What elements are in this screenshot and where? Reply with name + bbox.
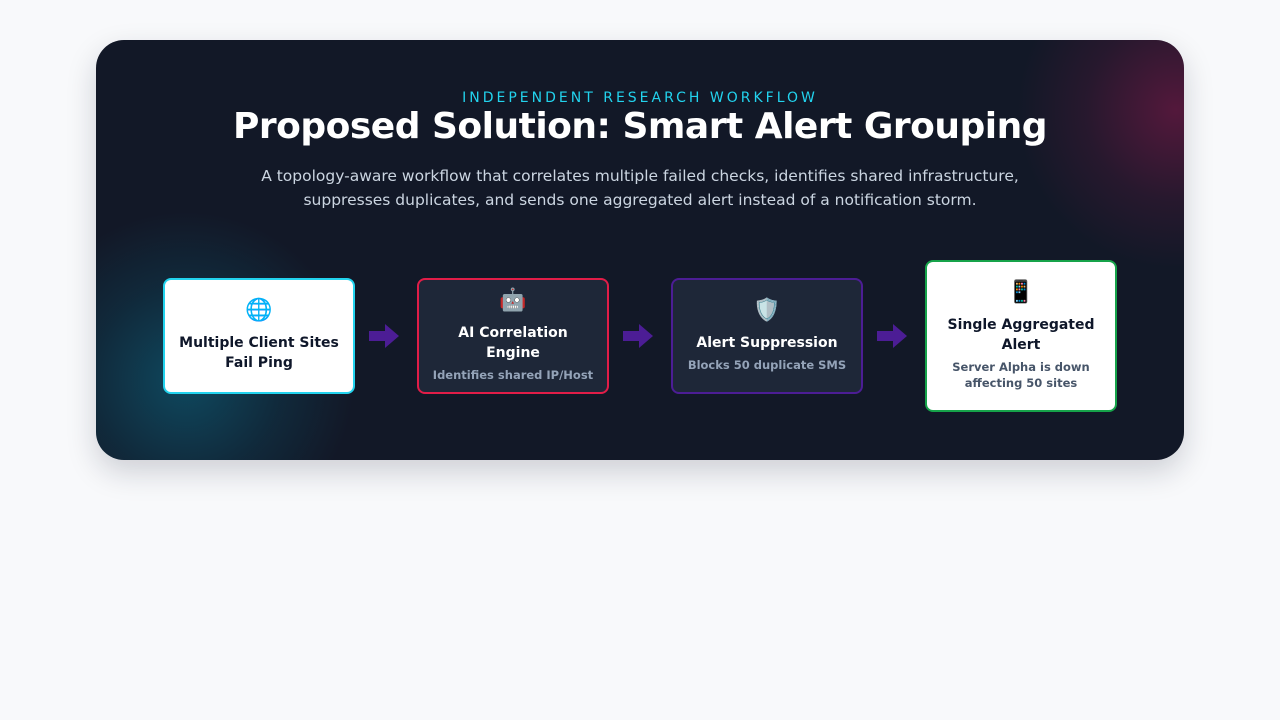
mobile-phone-icon: 📱 [1007, 280, 1035, 305]
arrow-right-icon [877, 324, 907, 348]
step-subtitle: Blocks 50 duplicate SMS [687, 358, 847, 372]
workflow-step-failed-sites: 🌐 Multiple Client Sites Fail Ping [163, 278, 355, 394]
workflow-step-aggregated-alert: 📱 Single Aggregated Alert Server Alpha i… [925, 260, 1117, 412]
robot-icon: 🤖 [499, 288, 527, 313]
workflow-step-alert-suppression: 🛡️ Alert Suppression Blocks 50 duplicate… [671, 278, 863, 394]
step-subtitle: Server Alpha is down affecting 50 sites [952, 360, 1090, 390]
shield-icon: 🛡️ [753, 298, 781, 323]
globe-icon: 🌐 [245, 298, 273, 323]
workflow-step-correlation-engine: 🤖 AI Correlation Engine Identifies share… [417, 278, 609, 394]
step-title: Alert Suppression [696, 335, 838, 351]
decorative-red-glow [1016, 40, 1184, 270]
workflow-card: INDEPENDENT RESEARCH WORKFLOW Proposed S… [96, 40, 1184, 460]
arrow-right-icon [369, 324, 399, 348]
step-title: Single Aggregated Alert [947, 317, 1095, 353]
page-title: Proposed Solution: Smart Alert Grouping [232, 106, 1048, 147]
page-subtitle: A topology-aware workflow that correlate… [261, 167, 1019, 209]
step-subtitle: Identifies shared IP/Host [432, 368, 594, 382]
step-title: AI Correlation Engine [458, 325, 568, 361]
eyebrow-label: INDEPENDENT RESEARCH WORKFLOW [462, 90, 818, 106]
arrow-right-icon [623, 324, 653, 348]
step-title: Multiple Client Sites Fail Ping [179, 335, 339, 371]
